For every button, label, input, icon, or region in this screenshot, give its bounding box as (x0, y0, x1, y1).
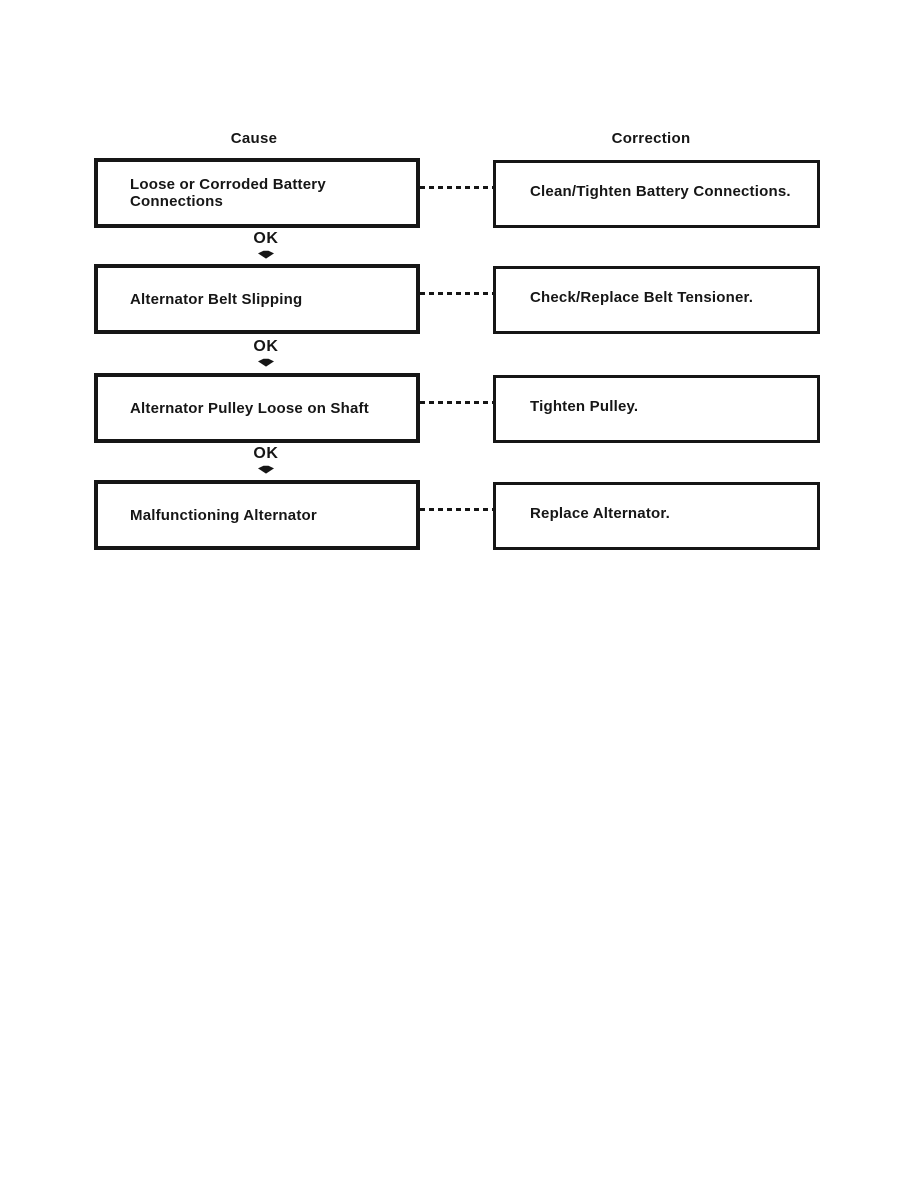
dashed-connector-line (420, 292, 493, 295)
cause-box: Alternator Pulley Loose on Shaft (94, 373, 420, 443)
dashed-connector-line (420, 508, 493, 511)
cause-text: Loose or Corroded Battery Connections (130, 176, 326, 210)
cause-text: Alternator Belt Slipping (130, 290, 303, 308)
correction-box: Clean/Tighten Battery Connections. (493, 160, 820, 228)
dashed-connector-line (420, 401, 493, 404)
ok-label: OK (253, 338, 279, 355)
cause-box: Malfunctioning Alternator (94, 480, 420, 550)
correction-text: Check/Replace Belt Tensioner. (530, 288, 754, 306)
correction-box: Check/Replace Belt Tensioner. (493, 266, 820, 334)
cause-text: Alternator Pulley Loose on Shaft (130, 399, 369, 417)
down-arrow-icon (258, 250, 274, 259)
correction-box: Tighten Pulley. (493, 375, 820, 443)
ok-label: OK (253, 445, 279, 462)
ok-connector: OK (220, 230, 312, 259)
ok-label: OK (253, 230, 279, 247)
correction-text: Clean/Tighten Battery Connections. (530, 182, 791, 200)
dashed-connector-line (420, 186, 493, 189)
cause-text: Malfunctioning Alternator (130, 506, 317, 524)
flow-row: Alternator Pulley Loose on Shaft Tighten… (0, 373, 918, 445)
down-arrow-icon (258, 465, 274, 474)
flow-row: Loose or Corroded Battery Connections Cl… (0, 158, 918, 230)
correction-text: Tighten Pulley. (530, 397, 639, 415)
correction-text: Replace Alternator. (530, 504, 670, 522)
cause-box: Loose or Corroded Battery Connections (94, 158, 420, 228)
ok-connector: OK (220, 445, 312, 474)
cause-box: Alternator Belt Slipping (94, 264, 420, 334)
flow-row: Malfunctioning Alternator Replace Altern… (0, 480, 918, 552)
flow-row: Alternator Belt Slipping Check/Replace B… (0, 264, 918, 336)
cause-column-header: Cause (230, 130, 278, 147)
down-arrow-icon (258, 358, 274, 367)
correction-box: Replace Alternator. (493, 482, 820, 550)
ok-connector: OK (220, 338, 312, 367)
correction-column-header: Correction (611, 130, 691, 147)
